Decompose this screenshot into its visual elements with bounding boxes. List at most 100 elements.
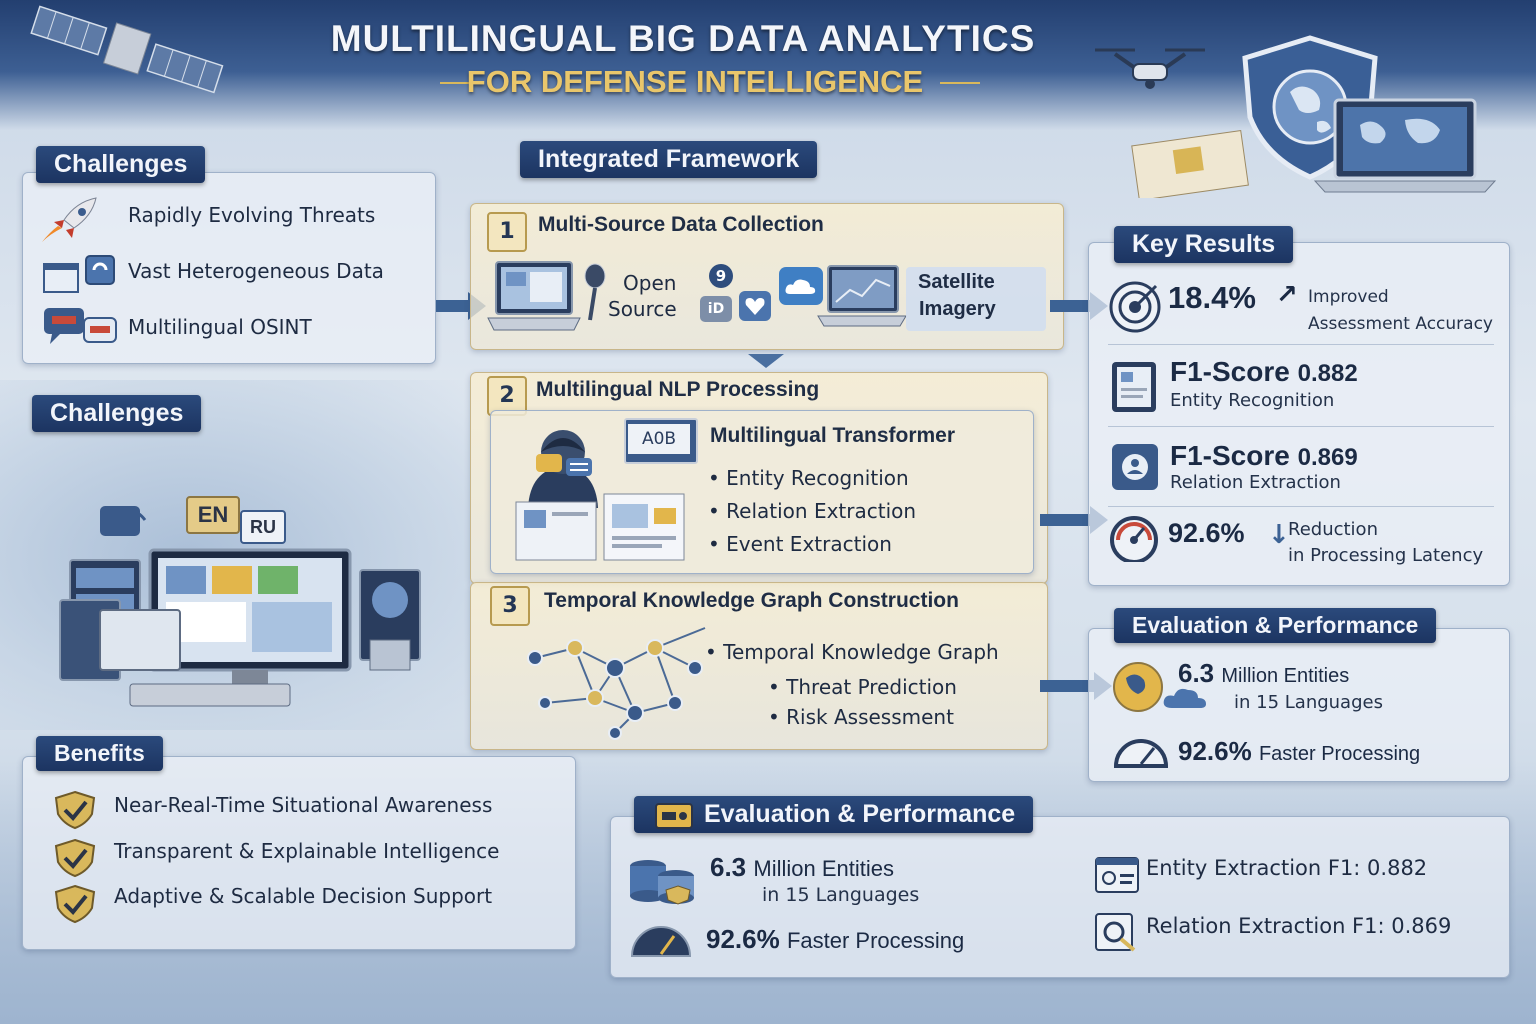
challenges-tag-1: Challenges [36, 146, 206, 183]
chat-bubbles-icon [44, 308, 117, 344]
laptop-icon [487, 261, 581, 331]
magnifier-document-icon [1095, 913, 1136, 952]
check-shield-icon-2 [54, 838, 96, 878]
challenge-item-threats: Rapidly Evolving Threats [128, 203, 376, 227]
arrow-step1-to-results [1050, 292, 1108, 320]
heart-app-icon [739, 291, 771, 321]
laptop-chart-icon [817, 265, 907, 327]
result-entity-metric-text: F1-Score [1170, 356, 1290, 387]
satellite-icon [30, 5, 224, 94]
app-badge-9: 9 [709, 264, 733, 288]
kg-item-graph: • Temporal Knowledge Graph [705, 640, 999, 664]
ab-screen-label: A0B [628, 424, 690, 454]
nlp-item-relation-text: Relation Extraction [726, 499, 917, 523]
laptop-map-icon [1313, 98, 1497, 193]
result-accuracy-value: 18.4% [1168, 280, 1256, 315]
kg-item-risk: • Risk Assessment [768, 705, 954, 729]
challenge-item-data: Vast Heterogeneous Data [128, 259, 384, 283]
step3-title: Temporal Knowledge Graph Construction [544, 589, 959, 612]
eval-bottom-languages: in 15 Languages [762, 884, 920, 906]
eval-bottom-tag-text: Evaluation & Performance [704, 800, 1016, 828]
eval-bottom-entities-text: Million Entities [753, 856, 894, 881]
step3-number: 3 [490, 586, 530, 626]
eval-right-entities: 6.3 Million Entities [1178, 658, 1349, 689]
result-relation-metric: F1-Score 0.869 [1170, 440, 1358, 472]
source-label: Source [608, 297, 677, 321]
eval-right-languages: in 15 Languages [1234, 692, 1383, 713]
divider-2 [1108, 426, 1494, 427]
nlp-item-entity: • Entity Recognition [708, 466, 909, 490]
title-rule-right [940, 82, 980, 84]
transformer-title: Multilingual Transformer [710, 424, 956, 447]
data-windows-icon [43, 255, 115, 293]
main-title: MULTILINGUAL BIG DATA ANALYTICS [330, 18, 1036, 59]
satellite-imagery-box [906, 267, 1046, 331]
rocket-icon [42, 197, 97, 242]
target-icon [1109, 281, 1161, 333]
speedometer-icon [1110, 516, 1158, 562]
eval-bottom-processing: 92.6% Faster Processing [706, 924, 964, 955]
result-entity-metric: F1-Score 0.882 [1170, 356, 1358, 388]
network-node-icon [1112, 444, 1158, 490]
drone-icon [1095, 48, 1205, 89]
eval-right-processing-value: 92.6% [1178, 736, 1252, 766]
result-relation-metric-text: F1-Score [1170, 440, 1290, 471]
eval-right-tag: Evaluation & Performance [1114, 608, 1437, 643]
result-accuracy-label2: Assessment Accuracy [1308, 314, 1493, 334]
lang-badge-en: EN [186, 496, 240, 534]
result-accuracy-label1: Improved [1308, 287, 1389, 307]
step3-panel [470, 582, 1048, 750]
framework-tag: Integrated Framework [520, 141, 818, 178]
kg-item-risk-text: Risk Assessment [786, 705, 954, 729]
eval-bottom-entities-value: 6.3 [710, 852, 747, 882]
id-card-icon [1095, 857, 1139, 893]
challenges-tag-2: Challenges [32, 395, 202, 432]
database-icon [630, 860, 694, 905]
step2-title: Multilingual NLP Processing [536, 378, 820, 401]
analyst-icon [528, 430, 598, 508]
eval-bottom-relation-f1: Relation Extraction F1: 0.869 [1146, 914, 1452, 938]
storage-box-icon [655, 803, 693, 829]
globe-cloud-icon [1113, 662, 1206, 712]
benefit-item-scalable: Adaptive & Scalable Decision Support [114, 884, 493, 908]
eval-bottom-processing-value: 92.6% [706, 924, 780, 954]
result-entity-label: Entity Recognition [1170, 390, 1335, 411]
lang-badge-ru: RU [240, 510, 286, 544]
result-entity-value: 0.882 [1297, 360, 1358, 387]
benefits-tag: Benefits [36, 736, 163, 771]
arrow-challenges-to-framework [436, 292, 486, 320]
tablet-document-icon [1112, 362, 1156, 412]
cloud-app-icon [779, 267, 823, 305]
result-latency-label1: Reduction [1288, 519, 1378, 540]
check-shield-icon-1 [54, 790, 96, 830]
step1-number: 1 [487, 212, 527, 252]
eval-right-processing: 92.6% Faster Processing [1178, 736, 1420, 767]
eval-bottom-entities: 6.3 Million Entities [710, 852, 894, 883]
microphone-icon [584, 263, 606, 321]
eval-right-entities-text: Million Entities [1221, 665, 1350, 687]
eval-right-processing-text: Faster Processing [1258, 743, 1421, 765]
challenge-item-osint: Multilingual OSINT [128, 315, 312, 339]
documents-stack-icon [515, 493, 685, 561]
key-results-tag: Key Results [1114, 226, 1294, 263]
step1-to-step2-chevron [748, 354, 784, 368]
divider-1 [1108, 344, 1494, 345]
benefit-item-explainable: Transparent & Explainable Intelligence [114, 839, 500, 863]
nlp-item-relation: • Relation Extraction [708, 499, 917, 523]
documents-icon [1131, 130, 1249, 198]
eval-right-entities-value: 6.3 [1178, 658, 1215, 688]
result-latency-value: 92.6% [1168, 518, 1245, 548]
kg-item-threat: • Threat Prediction [768, 675, 957, 699]
trend-down-icon: ↓ [1268, 520, 1290, 550]
open-label: Open [623, 271, 677, 295]
gauge-icon [1113, 739, 1169, 768]
main-subtitle: FOR DEFENSE INTELLIGENCE [466, 64, 924, 99]
nlp-item-entity-text: Entity Recognition [726, 466, 909, 490]
eval-bottom-processing-text: Faster Processing [786, 928, 965, 953]
divider-3 [1108, 506, 1494, 507]
title-rule-left [440, 82, 480, 84]
eval-bottom-panel [610, 816, 1510, 978]
eval-bottom-tag: Evaluation & Performance [634, 796, 1034, 833]
kg-item-threat-text: Threat Prediction [786, 675, 957, 699]
gauge-icon-bottom [630, 926, 692, 957]
